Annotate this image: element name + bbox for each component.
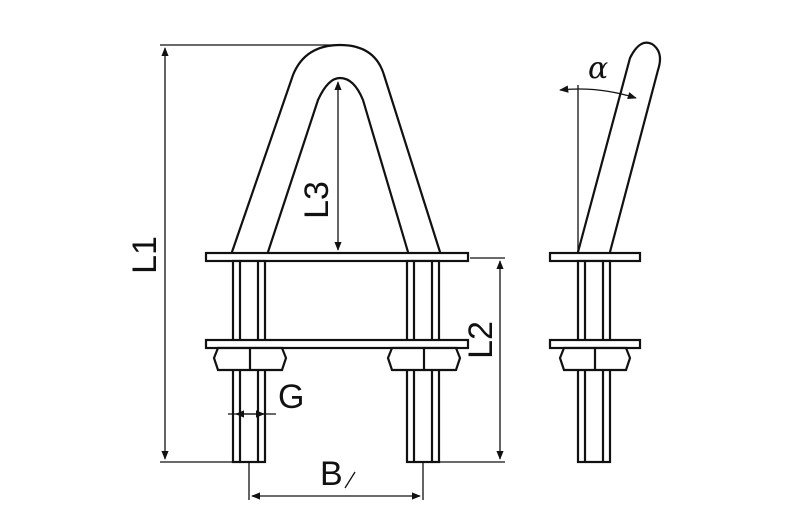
label-b: B	[320, 455, 343, 493]
u-bend-outer	[230, 43, 442, 254]
side-view	[548, 41, 662, 464]
angle-alpha: α	[559, 51, 637, 252]
side-loop	[576, 41, 662, 254]
label-l3: L3	[298, 181, 336, 219]
front-view	[204, 43, 470, 464]
side-bottom-plate	[548, 338, 642, 350]
top-plate	[204, 251, 470, 263]
dimension-l1: L1	[126, 44, 338, 463]
bottom-plate	[204, 338, 470, 350]
u-bend-inner	[266, 76, 410, 254]
dimension-l2: L2	[440, 257, 505, 463]
alpha-arc	[559, 85, 637, 100]
label-l1: L1	[126, 236, 164, 274]
dimension-b: B	[248, 455, 424, 500]
label-alpha: α	[588, 51, 608, 86]
side-top-plate	[548, 251, 642, 263]
dimension-l3: L3	[298, 81, 342, 251]
label-g: G	[278, 378, 304, 416]
dimension-g: G	[228, 378, 304, 418]
label-l2: L2	[462, 321, 500, 359]
